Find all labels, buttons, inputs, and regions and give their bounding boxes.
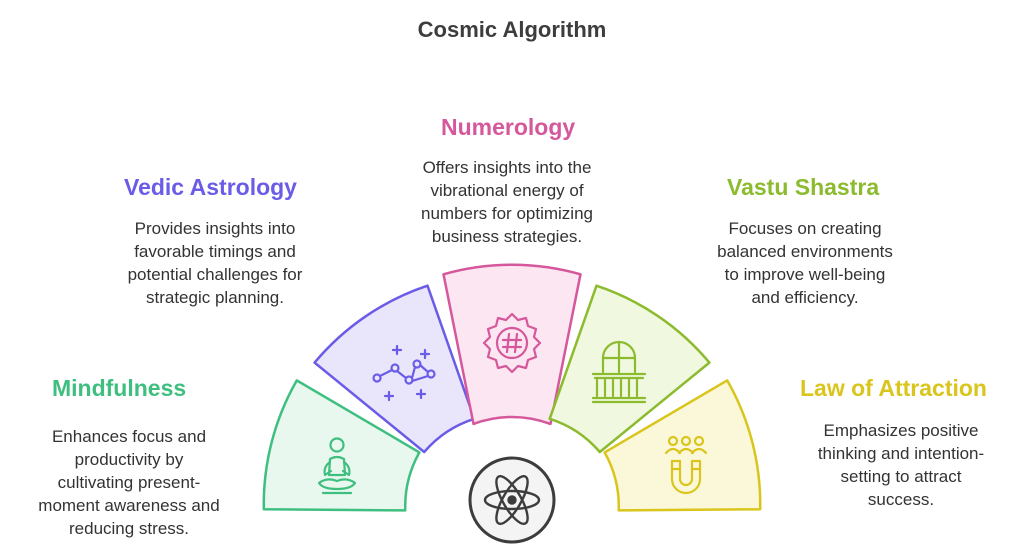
heading-law-of-attraction: Law of Attraction [800, 375, 987, 401]
desc-line: Provides insights into [134, 219, 296, 238]
desc-line: strategic planning. [146, 288, 284, 307]
atom-icon [483, 474, 541, 526]
desc-line: potential challenges for [127, 265, 303, 284]
desc-line: vibrational energy of [430, 181, 584, 200]
segment-vedic-astrology [313, 284, 476, 454]
desc-line: thinking and intention- [817, 444, 985, 463]
heading-numerology: Numerology [441, 114, 576, 140]
heading-vedic-astrology: Vedic Astrology [124, 174, 297, 200]
center-atom [468, 456, 556, 544]
desc-line: Focuses on creating [728, 219, 882, 238]
desc-line: success. [867, 490, 935, 509]
meditation-icon [317, 437, 357, 495]
desc-numerology: Offers insights into the vibrational ene… [392, 156, 622, 248]
desc-line: cultivating present- [57, 473, 201, 492]
desc-line: Offers insights into the [422, 158, 592, 177]
heading-vastu-shastra: Vastu Shastra [727, 174, 880, 200]
desc-line: business strategies. [431, 227, 583, 246]
desc-line: favorable timings and [134, 242, 296, 261]
hash-badge-icon [482, 312, 542, 374]
heading-mindfulness: Mindfulness [52, 375, 187, 401]
desc-vastu-shastra: Focuses on creating balanced environment… [690, 217, 920, 309]
window-balcony-icon [591, 340, 647, 404]
constellation-icon [372, 344, 436, 402]
desc-line: numbers for optimizing [421, 204, 593, 223]
diagram-title: Cosmic Algorithm [417, 17, 607, 42]
desc-line: productivity by [74, 450, 184, 469]
desc-line: Enhances focus and [51, 427, 207, 446]
desc-law-of-attraction: Emphasizes positive thinking and intenti… [786, 419, 1016, 511]
magnet-people-icon [664, 435, 708, 495]
segment-law-of-attraction [603, 379, 762, 512]
desc-vedic-astrology: Provides insights into favorable timings… [100, 217, 330, 309]
desc-line: to improve well-being [724, 265, 886, 284]
segment-numerology [442, 263, 582, 426]
desc-line: and efficiency. [751, 288, 859, 307]
segment-mindfulness [262, 379, 421, 512]
desc-mindfulness: Enhances focus and productivity by culti… [14, 425, 244, 540]
desc-line: setting to attract [840, 467, 962, 486]
desc-line: Emphasizes positive [823, 421, 979, 440]
desc-line: moment awareness and [38, 496, 220, 515]
desc-line: balanced environments [717, 242, 893, 261]
desc-line: reducing stress. [69, 519, 189, 538]
segment-vastu-shastra [548, 284, 711, 454]
